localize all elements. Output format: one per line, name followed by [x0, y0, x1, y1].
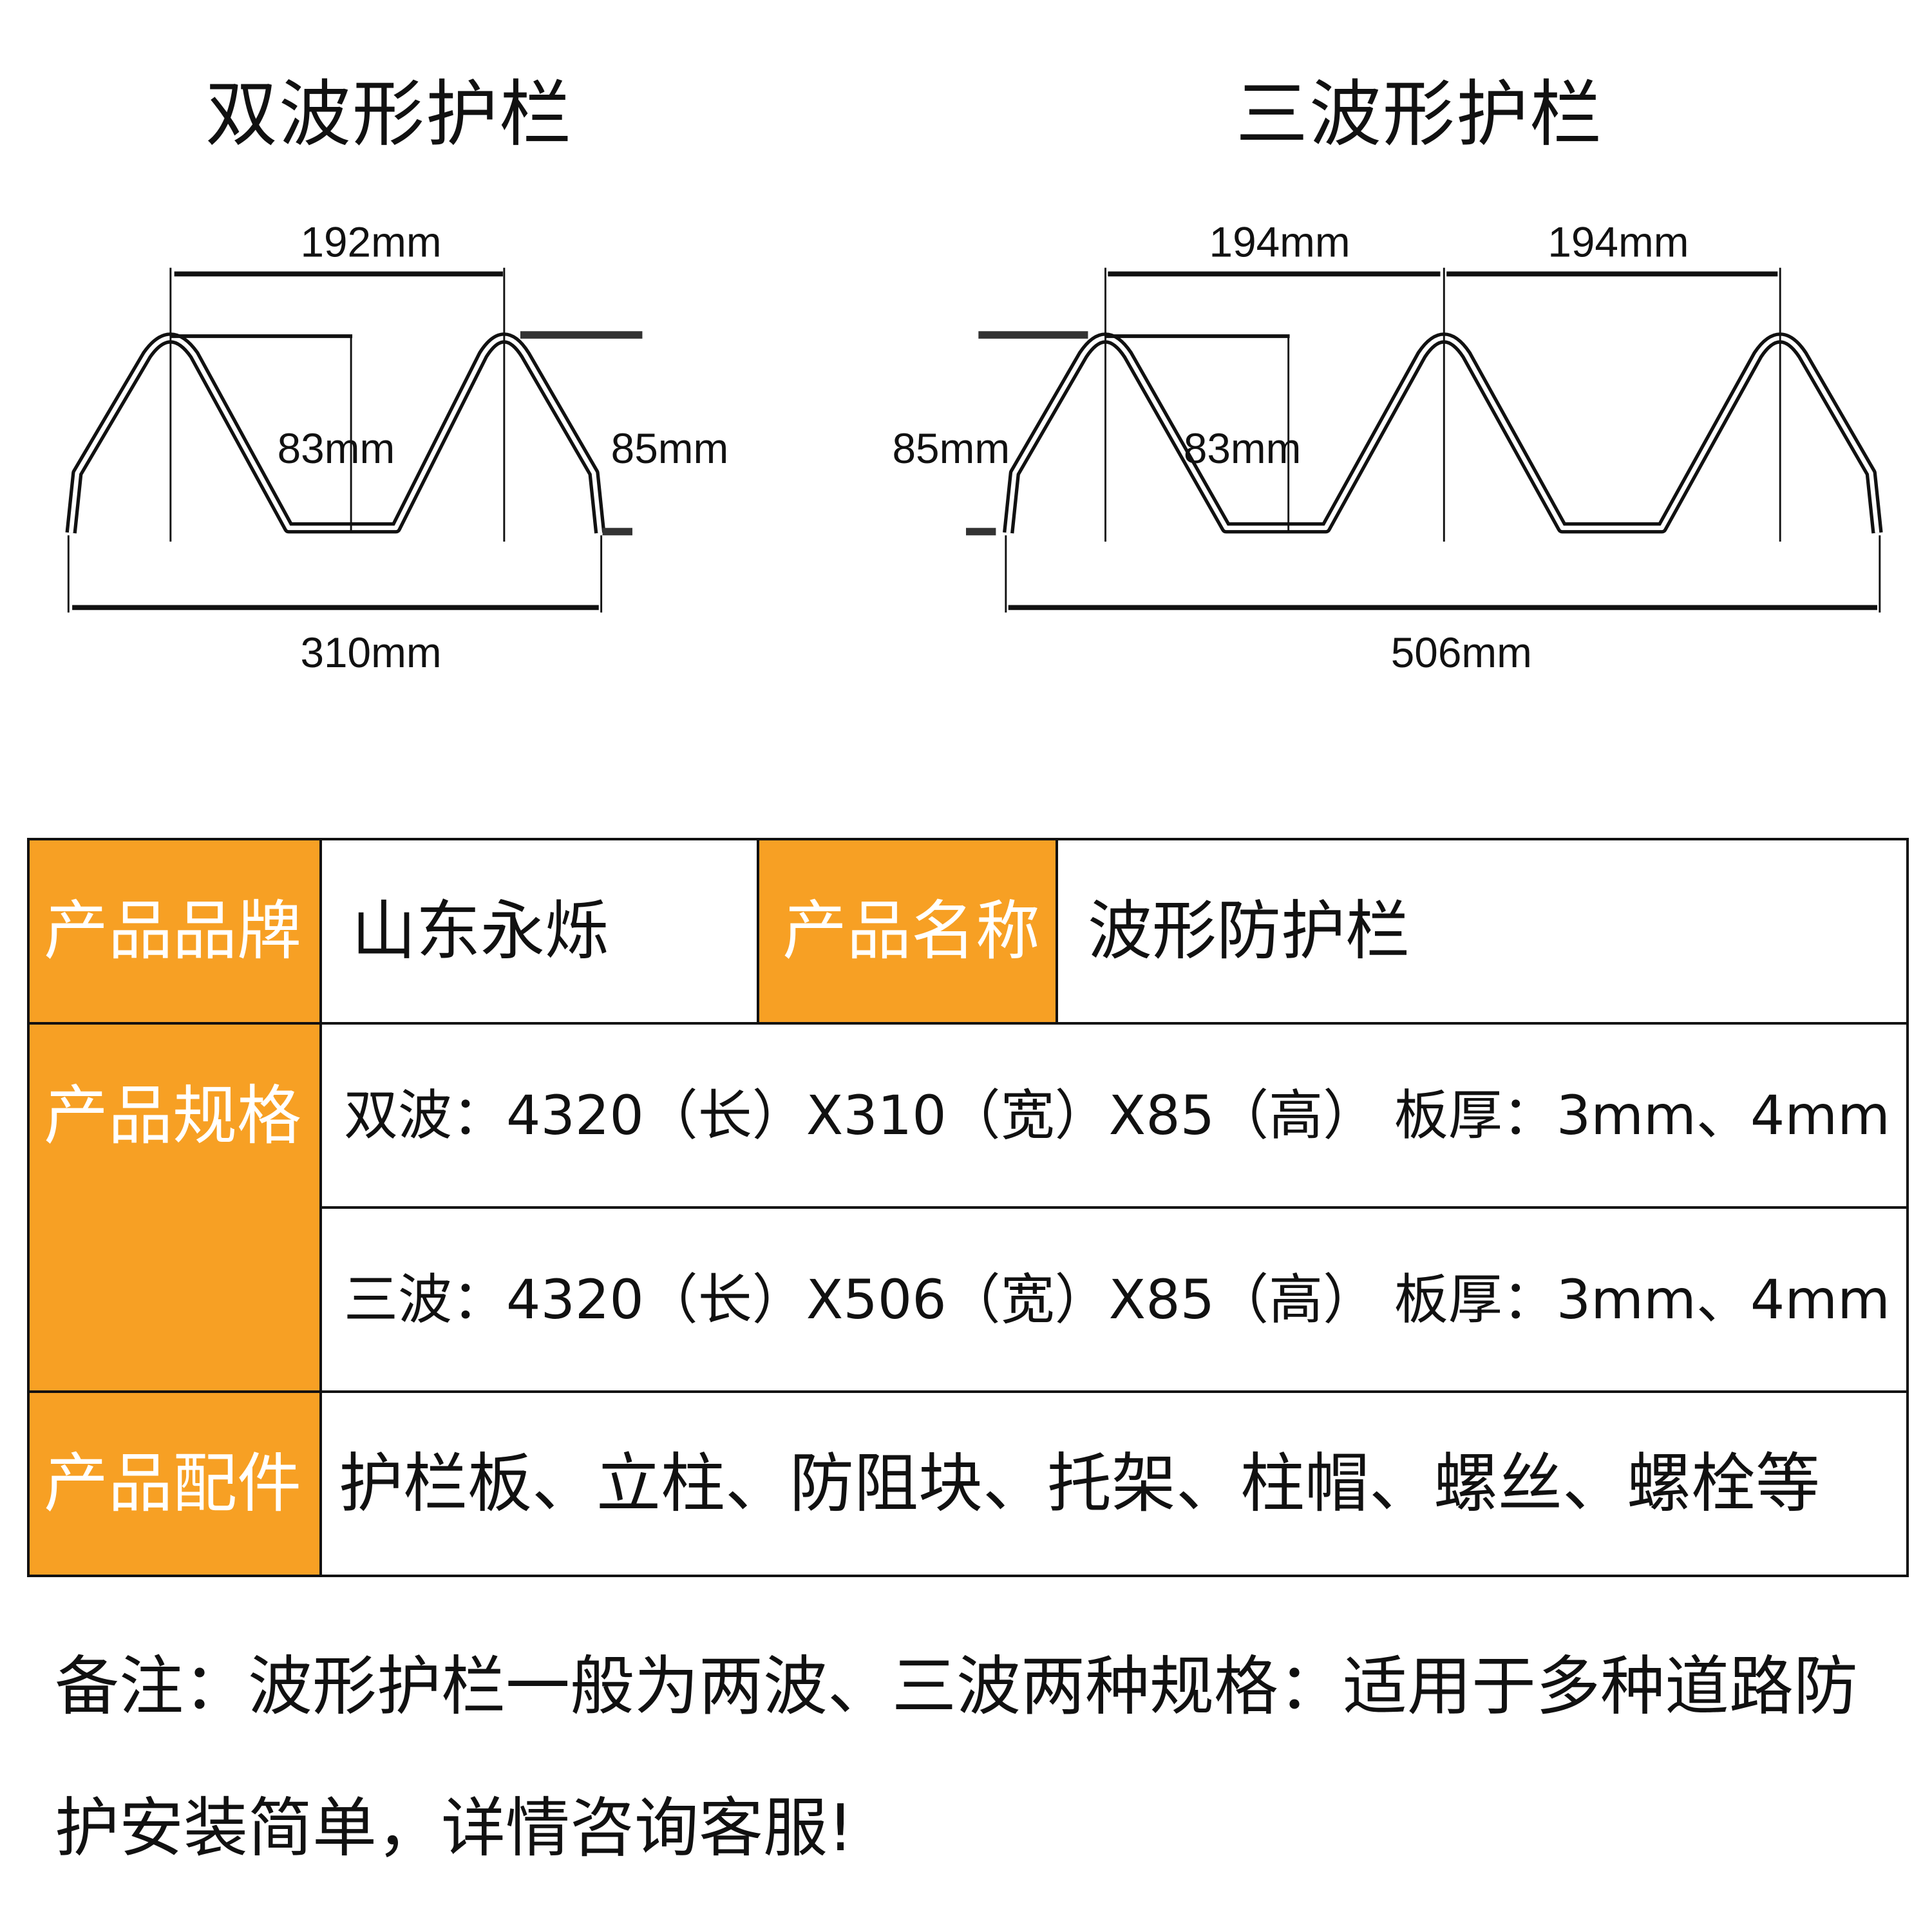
double-wave-diagram: 192mm 83mm 85mm 310mm	[65, 218, 729, 676]
height-marker-top	[520, 331, 643, 339]
spec-table: 产品品牌 山东永烁 产品名称 波形防护栏 产品规格 双波：4320（长）X310…	[27, 838, 1909, 1577]
triple-wave-profile	[1003, 332, 1883, 534]
double-wave-profile-inner	[68, 336, 603, 533]
spec-double: 双波：4320（长）X310（宽）X85（高） 板厚：3mm、4mm	[319, 1022, 1909, 1209]
table-row: 产品规格 双波：4320（长）X310（宽）X85（高） 板厚：3mm、4mm	[27, 1022, 1909, 1209]
spec-label: 产品规格	[27, 1022, 322, 1208]
parts-label: 产品配件	[27, 1390, 322, 1577]
height-marker-bottom	[966, 527, 996, 536]
height-label: 85mm	[611, 425, 729, 472]
inner-height-label: 83mm	[278, 425, 395, 472]
table-row: 产品配件 护栏板、立柱、防阻块、托架、柱帽、螺丝、螺栓等	[27, 1390, 1909, 1577]
pitch-1-label: 194mm	[1209, 218, 1350, 265]
width-label: 506mm	[1391, 629, 1532, 676]
profile-drawings: 192mm 83mm 85mm 310mm 194mm 194mm 83mm 8…	[65, 218, 1883, 676]
double-wave-extension-lines	[67, 267, 603, 613]
triple-wave-title: 三波形护栏	[1236, 73, 1603, 156]
brand-label: 产品品牌	[27, 838, 322, 1025]
triple-wave-extension-lines	[1005, 267, 1881, 613]
height-marker-top	[978, 331, 1088, 339]
name-label: 产品名称	[757, 838, 1058, 1025]
table-row: 三波：4320（长）X506（宽）X85（高） 板厚：3mm、4mm	[27, 1206, 1909, 1393]
parts-value: 护栏板、立柱、防阻块、托架、柱帽、螺丝、螺栓等	[319, 1390, 1909, 1577]
width-label: 310mm	[300, 629, 441, 676]
brand-value: 山东永烁	[319, 838, 759, 1025]
height-marker-bottom	[602, 527, 632, 536]
name-value: 波形防护栏	[1056, 838, 1909, 1025]
spec-label-continued	[27, 1208, 322, 1393]
note-text: 备注：波形护栏一般为两波、三波两种规格：适用于多种道路防护安装简单，详情咨询客服…	[55, 1649, 1858, 1866]
inner-height-label: 83mm	[1184, 425, 1302, 472]
table-row: 产品品牌 山东永烁 产品名称 波形防护栏	[27, 838, 1909, 1025]
double-wave-title: 双波形护栏	[205, 73, 573, 156]
spec-triple: 三波：4320（长）X506（宽）X85（高） 板厚：3mm、4mm	[319, 1206, 1909, 1393]
pitch-2-label: 194mm	[1548, 218, 1689, 265]
height-label: 85mm	[893, 425, 1010, 472]
pitch-label: 192mm	[300, 218, 441, 265]
triple-wave-diagram: 194mm 194mm 83mm 85mm 506mm	[893, 218, 1883, 676]
